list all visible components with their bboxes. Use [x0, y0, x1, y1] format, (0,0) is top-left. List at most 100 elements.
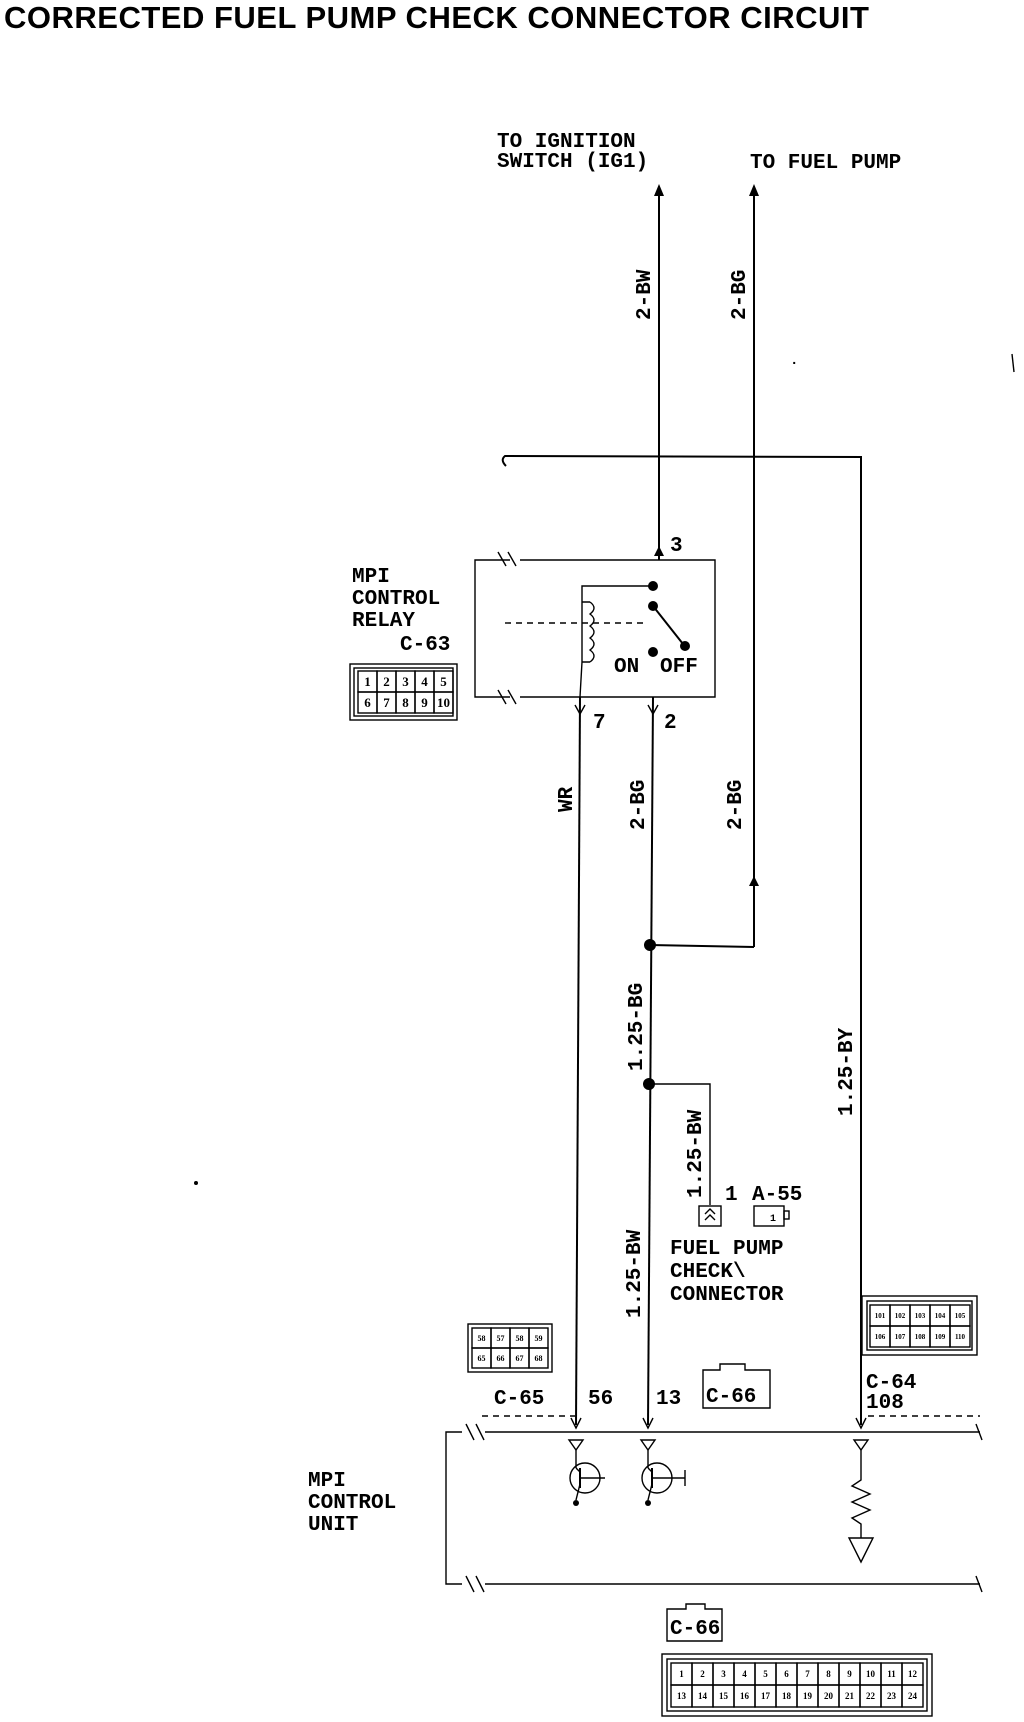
c63-pin-label: 7 [383, 695, 390, 710]
check-conn-label-3: CONNECTOR [670, 1284, 784, 1307]
relay-connector-id: C-63 [400, 634, 450, 657]
check-connector-plug [698, 1205, 722, 1227]
transistor-13 [639, 1439, 686, 1506]
junction-dot-1 [644, 939, 656, 951]
c66-pin-label: 1 [679, 1669, 684, 1679]
c65-pin-label: 59 [535, 1334, 543, 1343]
check-connector-housing [753, 1205, 785, 1227]
wire-label-relay-out: 2-BG [628, 780, 651, 830]
connector-c64: C-64 [866, 1372, 916, 1395]
c66-pin-label: 5 [763, 1669, 768, 1679]
c66-pin-label: 9 [847, 1669, 852, 1679]
check-conn-label-1: FUEL PUMP [670, 1238, 783, 1261]
diagram-title: CORRECTED FUEL PUMP CHECK CONNECTOR CIRC… [4, 0, 870, 35]
c63-pin-label: 6 [364, 695, 371, 710]
arrow-pin-108 [855, 1417, 867, 1430]
c66-pin-label: 13 [677, 1691, 687, 1701]
check-connector-id: A-55 [752, 1184, 802, 1207]
c64-pin-label: 102 [895, 1312, 906, 1320]
c66-pin-label: 8 [826, 1669, 831, 1679]
c66-pin-label: 15 [719, 1691, 729, 1701]
c63-pin-cell [433, 691, 454, 714]
relay-label-1: MPI [352, 566, 390, 589]
c66-pin-label: 17 [761, 1691, 771, 1701]
switch-on-label: ON [614, 656, 639, 679]
ecu-box-left [445, 1431, 462, 1585]
check-conn-label-2: CHECK\ [670, 1261, 746, 1284]
c65-pin-cell [528, 1347, 549, 1369]
c63-pin-label: 1 [364, 674, 371, 689]
arrow-ignition [654, 184, 664, 196]
c65-pin-label: 67 [516, 1354, 524, 1363]
wire-junction-fp [649, 944, 755, 948]
arrow-fuel-pump [749, 184, 759, 196]
connector-c66-mid: C-66 [706, 1386, 756, 1409]
wire-label-bw-vert: 1.25-BW [685, 1109, 708, 1198]
c64-pin-label: 109 [935, 1333, 946, 1341]
wire-label-by: 1.25-BY [836, 1027, 859, 1116]
wire-label-bg125: 1.25-BG [626, 983, 649, 1071]
c64-pin-cell [949, 1325, 971, 1348]
connector-c66-bottom: C-66 [670, 1618, 720, 1641]
unit-label-1: MPI [308, 1470, 346, 1493]
unit-label-3: UNIT [308, 1514, 358, 1537]
c66-pin-label: 11 [887, 1669, 896, 1679]
ecu-break-bottom [465, 1575, 485, 1593]
c63-pin-label: 4 [421, 674, 428, 689]
resistor-108 [847, 1439, 875, 1564]
relay-coil [588, 601, 595, 663]
check-connector-symbol [704, 1208, 716, 1221]
c63-pin-label: 3 [402, 674, 409, 689]
terminal-7: 7 [593, 712, 606, 735]
coil-leads [582, 601, 590, 663]
c66-pin-label: 23 [887, 1691, 897, 1701]
c65-pin-label: 58 [478, 1334, 486, 1343]
switch-contact-on [648, 647, 658, 657]
c63-pin-label: 5 [440, 674, 447, 689]
check-terminal-1: 1 [725, 1184, 738, 1207]
switch-off-label: OFF [660, 656, 698, 679]
c66-bottom-label-box [666, 1603, 723, 1642]
connector-c65: C-65 [494, 1388, 544, 1411]
c66-pin-cell [901, 1684, 924, 1708]
to-ignition-label-1: TO IGNITION [497, 131, 636, 154]
c66-pin-label: 14 [698, 1691, 708, 1701]
terminal-2: 2 [664, 712, 677, 735]
ecu-break-top [465, 1423, 485, 1441]
c66-pin-label: 24 [908, 1691, 918, 1701]
c66-mid-outline [702, 1363, 771, 1409]
arrow-pin-13 [642, 1417, 654, 1430]
c64-pin-label: 105 [955, 1312, 966, 1320]
coil-top-lead [579, 585, 652, 698]
ecu-terminal-56: 56 [588, 1388, 613, 1411]
wire-label-ign: 2-BW [634, 269, 657, 320]
wire-label-fp-lower: 2-BG [725, 780, 748, 830]
c65-pin-label: 68 [535, 1354, 543, 1363]
c64-pin-label: 106 [875, 1333, 886, 1341]
c64-pin-label: 107 [895, 1333, 906, 1341]
c65-pin-label: 66 [497, 1354, 505, 1363]
c66-pin-label: 2 [700, 1669, 705, 1679]
relay-box-right [520, 559, 716, 698]
to-fuel-pump-label: TO FUEL PUMP [750, 152, 901, 175]
wire-label-bw-main: 1.25-BW [624, 1229, 647, 1318]
arrow-terminal-3 [654, 546, 664, 556]
c66-pin-label: 10 [866, 1669, 876, 1679]
flow-arrow-head [749, 876, 759, 886]
c64-pin-label: 110 [955, 1333, 966, 1341]
unit-label-2: CONTROL [308, 1492, 396, 1515]
c65-pin-label: 65 [478, 1354, 486, 1363]
ecu-terminal-108: 108 [866, 1392, 904, 1415]
c63-pin-label: 2 [383, 674, 390, 689]
terminal-3: 3 [670, 535, 683, 558]
relay-box-left [474, 559, 510, 698]
c64-pin-label: 101 [875, 1312, 886, 1320]
ecu-break-right [975, 1423, 983, 1593]
relay-break-top [497, 551, 517, 567]
c66-pin-label: 12 [908, 1669, 918, 1679]
c66-pin-label: 7 [805, 1669, 810, 1679]
